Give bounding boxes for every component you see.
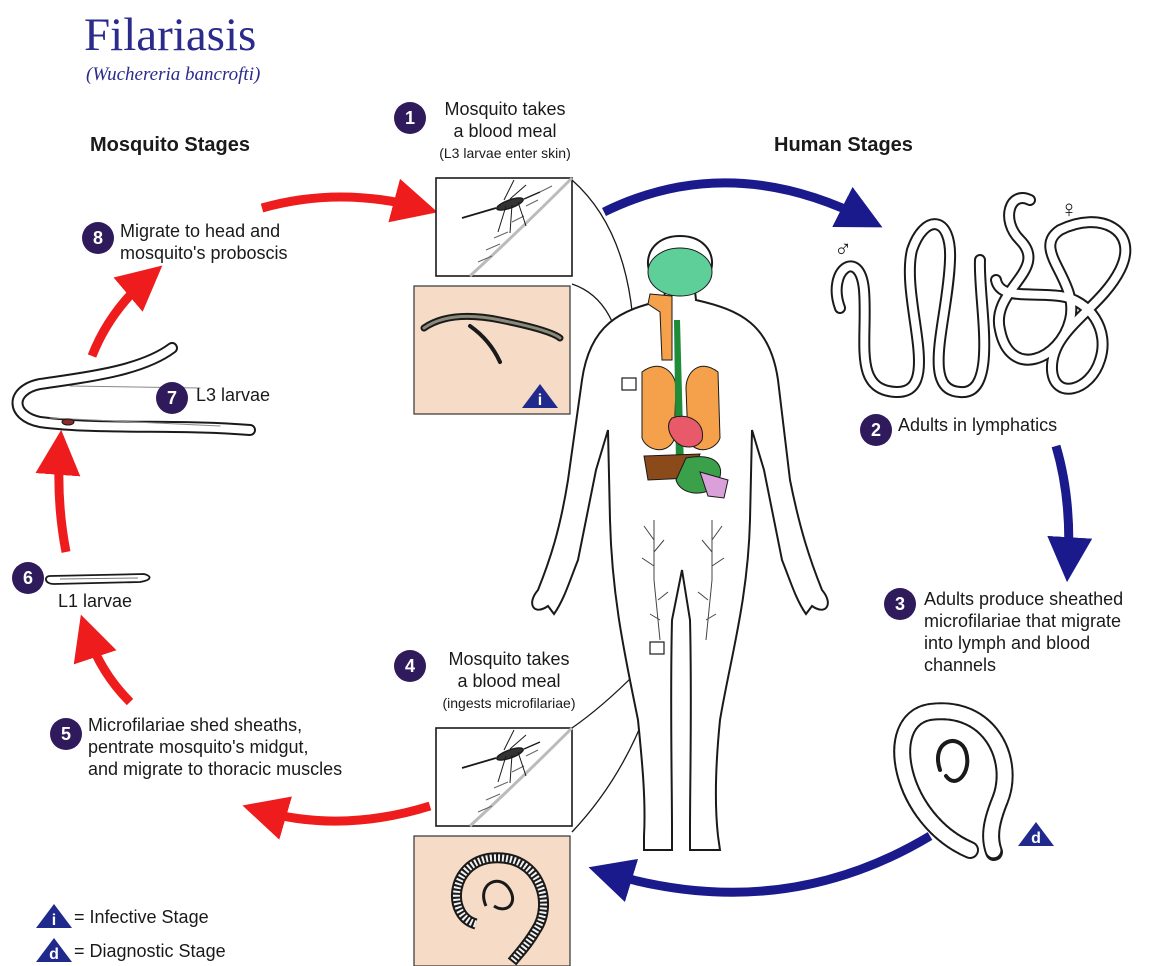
microfilaria-panel: [414, 836, 570, 966]
infective-marker-panel-letter: i: [538, 392, 542, 409]
arrow-4-to-5: [258, 806, 430, 821]
step-7-label: L3 larvae: [196, 384, 270, 406]
step-3-label: Adults produce sheathed microfilariae th…: [924, 588, 1123, 676]
arrow-7-to-8: [92, 276, 150, 356]
brain: [648, 248, 712, 296]
legend-infective-text: = Infective Stage: [74, 906, 209, 928]
legend-diagnostic-letter: d: [49, 946, 59, 963]
step-2-label: Adults in lymphatics: [898, 414, 1057, 436]
arrow-1-to-2: [604, 183, 868, 220]
page-title: Filariasis: [84, 8, 256, 62]
human-stages-heading: Human Stages: [774, 134, 913, 157]
step-1-line-1: Mosquito takes: [430, 98, 580, 120]
step-4-line-1: Mosquito takes: [424, 648, 594, 670]
step-8-line-2: mosquito's proboscis: [120, 242, 288, 264]
step-4-note: (ingests microfilariae): [424, 692, 594, 714]
step-1-label: Mosquito takes a blood meal (L3 larvae e…: [430, 98, 580, 164]
legend-infective-letter: i: [52, 912, 56, 929]
human-body: [532, 236, 828, 850]
male-symbol: ♂: [834, 236, 852, 264]
step-number-1: 1: [405, 108, 415, 128]
step-5-line-3: and migrate to thoracic muscles: [88, 758, 342, 780]
step-5-line-1: Microfilariae shed sheaths,: [88, 714, 342, 736]
step-number-7: 7: [167, 388, 177, 408]
site-marker-chest: [622, 378, 636, 390]
sheathed-microfilaria: [902, 711, 1004, 852]
step-number-5: 5: [61, 724, 71, 744]
step-4-line-2: a blood meal: [424, 670, 594, 692]
step-8-label: Migrate to head and mosquito's proboscis: [120, 220, 288, 264]
legend-diagnostic-text: = Diagnostic Stage: [74, 940, 226, 962]
step-3-line-4: channels: [924, 654, 1123, 676]
step-number-8: 8: [93, 228, 103, 248]
step-number-3: 3: [895, 594, 905, 614]
mosquito-feeding-box-top: [436, 178, 572, 276]
mosquito-feeding-box-bottom: [436, 728, 572, 826]
step-number-2: 2: [871, 420, 881, 440]
arrow-2-to-3: [1056, 446, 1069, 566]
adult-worms: [837, 198, 1126, 392]
l1-larvae-drawing: [46, 574, 150, 584]
mosquito-stages-heading: Mosquito Stages: [90, 134, 250, 157]
step-5-label: Microfilariae shed sheaths, pentrate mos…: [88, 714, 342, 780]
step-3-line-1: Adults produce sheathed: [924, 588, 1123, 610]
step-number-6: 6: [23, 568, 33, 588]
step-number-4: 4: [405, 656, 415, 676]
female-symbol: ♀: [1060, 196, 1078, 224]
page-subtitle: (Wuchereria bancrofti): [86, 64, 260, 86]
diagnostic-marker-panel-letter: d: [1031, 830, 1041, 847]
site-marker-leg: [650, 642, 664, 654]
step-1-note: (L3 larvae enter skin): [430, 142, 580, 164]
step-3-line-3: into lymph and blood: [924, 632, 1123, 654]
step-6-label: L1 larvae: [58, 590, 132, 612]
arrow-6-to-7: [59, 446, 66, 552]
arrow-5-to-6: [86, 630, 130, 702]
step-4-label: Mosquito takes a blood meal (ingests mic…: [424, 648, 594, 714]
step-5-line-2: pentrate mosquito's midgut,: [88, 736, 342, 758]
step-3-line-2: microfilariae that migrate: [924, 610, 1123, 632]
step-1-line-2: a blood meal: [430, 120, 580, 142]
arrow-8-to-1: [262, 197, 422, 208]
step-8-line-1: Migrate to head and: [120, 220, 288, 242]
